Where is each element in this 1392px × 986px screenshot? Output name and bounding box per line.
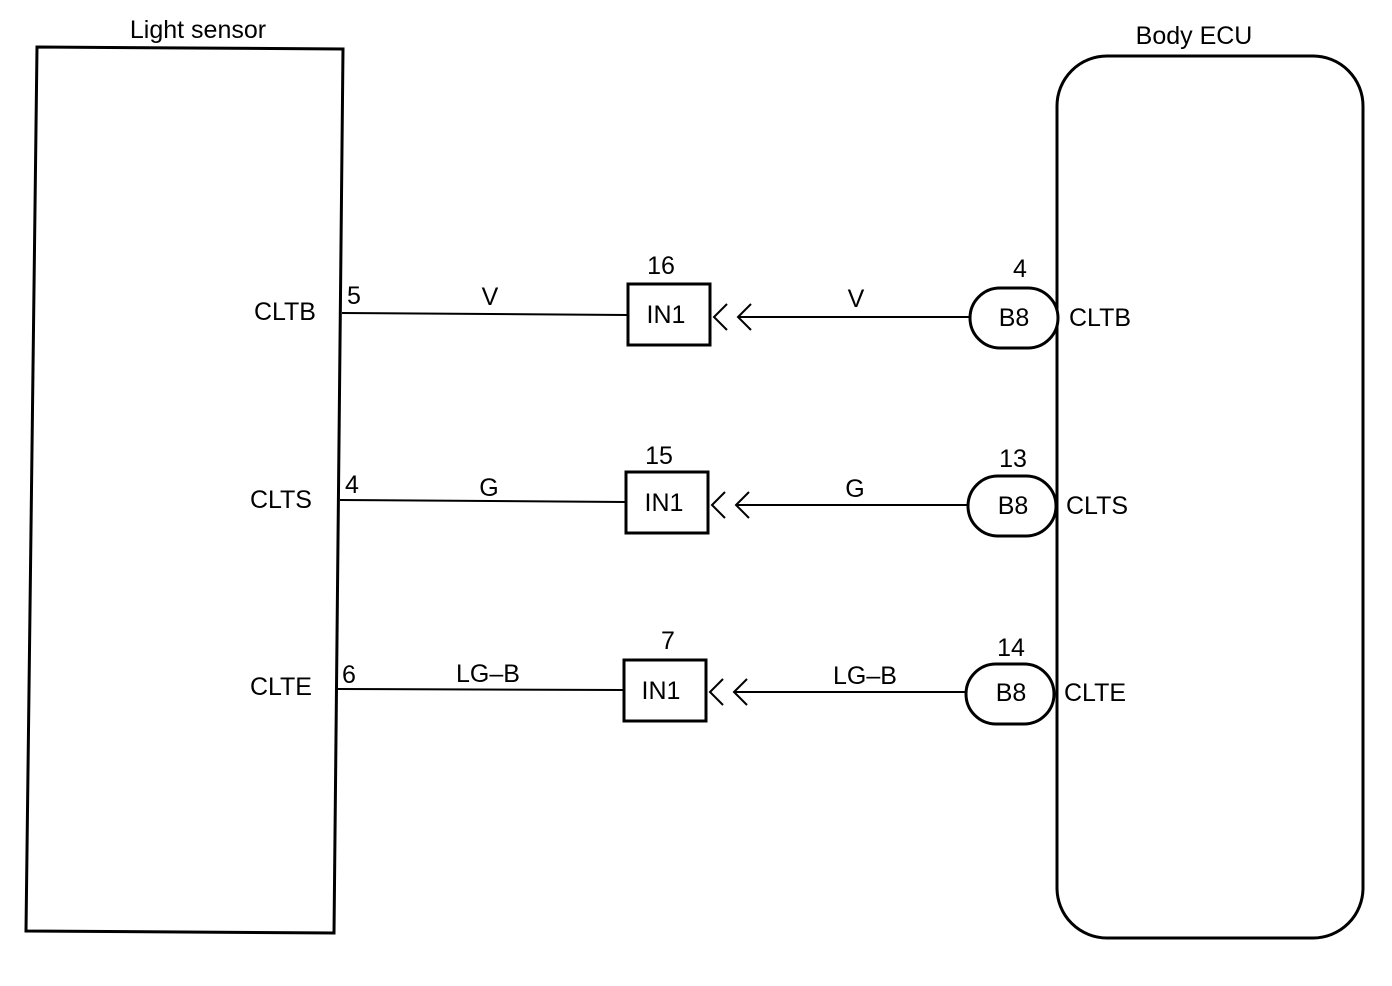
circuit-cltb: CLTB 5 V 16 IN1 V 4 B8 CLTB [254, 252, 1131, 350]
wire-color-left: G [479, 474, 498, 502]
wire-left [336, 688, 624, 691]
connector-chevron-icon [708, 678, 724, 706]
wire-color-right: V [848, 285, 865, 313]
ecu-connector-label: B8 [999, 304, 1030, 332]
ecu-connector-label: B8 [996, 679, 1027, 707]
ecu-connector-oval [968, 286, 1060, 350]
sensor-terminal-label: CLTB [254, 298, 316, 326]
sensor-pin-number: 4 [345, 471, 359, 499]
ecu-pin-number: 14 [997, 634, 1025, 662]
junction-connector-box [622, 658, 708, 723]
junction-connector-label: IN1 [642, 677, 681, 705]
junction-pin-number: 7 [661, 627, 675, 655]
ecu-terminal-label: CLTB [1069, 304, 1131, 332]
sensor-pin-number: 5 [347, 282, 361, 310]
junction-connector-label: IN1 [647, 301, 686, 329]
junction-connector-box [624, 470, 710, 535]
wire-color-left: LG–B [456, 660, 520, 688]
light-sensor-title: Light sensor [130, 16, 266, 44]
sensor-terminal-label: CLTE [250, 673, 312, 701]
connector-chevron-icon [712, 303, 728, 331]
body-ecu-title: Body ECU [1136, 22, 1253, 50]
junction-pin-number: 16 [647, 252, 675, 280]
wire-color-left: V [482, 283, 499, 311]
wire-left [339, 499, 626, 503]
wire-left [341, 312, 628, 316]
ecu-terminal-label: CLTE [1064, 679, 1126, 707]
ecu-connector-oval [966, 474, 1058, 538]
wire-color-right: G [845, 475, 864, 503]
sensor-terminal-label: CLTS [250, 486, 312, 514]
connector-chevron-icon [710, 491, 726, 519]
ecu-terminal-label: CLTS [1066, 492, 1128, 520]
body-ecu-box [1055, 54, 1365, 940]
circuit-clte: CLTE 6 LG–B 7 IN1 LG–B 14 B8 CLTE [250, 627, 1126, 726]
ecu-connector-oval [964, 662, 1056, 726]
circuit-clts: CLTS 4 G 15 IN1 G 13 B8 CLTS [250, 442, 1128, 538]
body-ecu: Body ECU [1055, 22, 1365, 940]
ecu-pin-number: 4 [1013, 255, 1027, 283]
sensor-pin-number: 6 [342, 661, 356, 689]
ecu-connector-label: B8 [998, 492, 1029, 520]
light-sensor: Light sensor [24, 16, 345, 935]
junction-connector-label: IN1 [645, 489, 684, 517]
junction-pin-number: 15 [645, 442, 673, 470]
light-sensor-box [24, 45, 345, 935]
junction-connector-box [626, 282, 712, 347]
wire-color-right: LG–B [833, 662, 897, 690]
ecu-pin-number: 13 [999, 445, 1027, 473]
